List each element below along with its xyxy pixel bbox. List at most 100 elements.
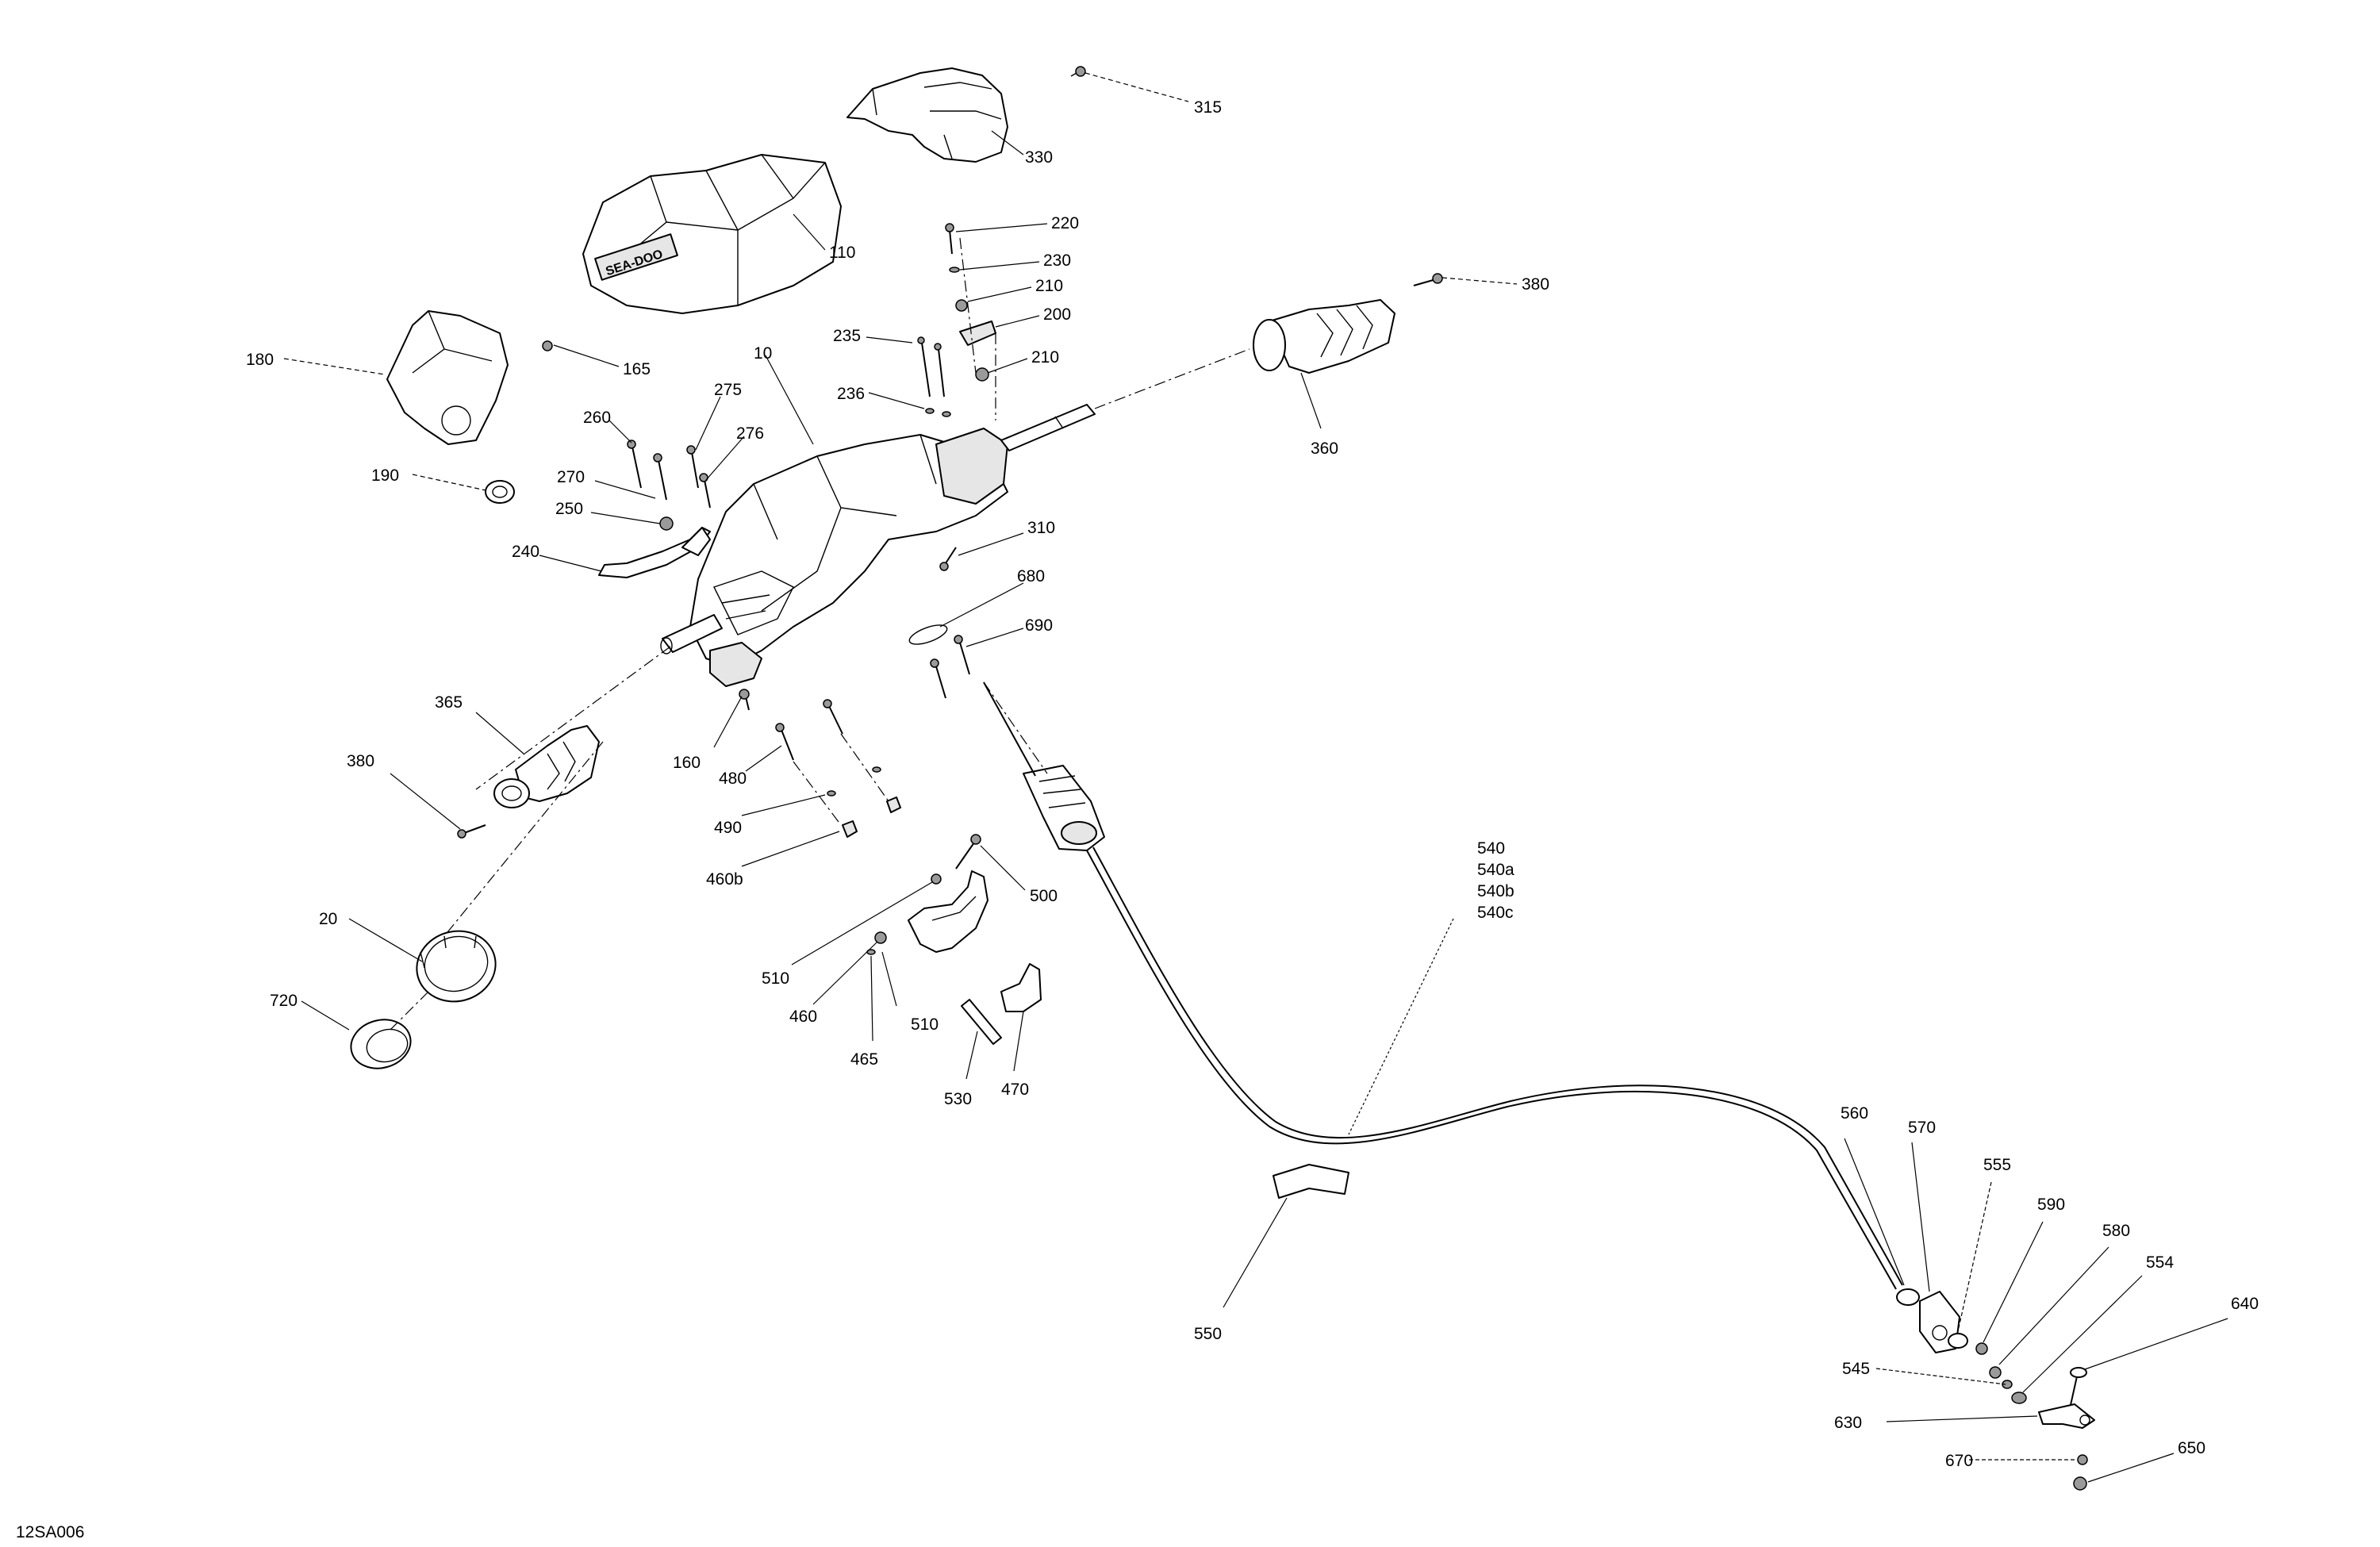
part-210-nut-lower [975, 367, 989, 382]
part-630-rod-end [2038, 1403, 2095, 1429]
part-240-lever [598, 527, 711, 578]
callout-500: 500 [1030, 887, 1058, 905]
callout-210-upper: 210 [1035, 277, 1063, 295]
drawing-code: 12SA006 [16, 1523, 84, 1541]
callout-160: 160 [673, 754, 701, 772]
callout-460: 460 [789, 1008, 817, 1026]
part-360-right-grip [1253, 299, 1395, 374]
part-230-washer [949, 267, 960, 273]
callout-465: 465 [850, 1050, 878, 1069]
callout-690: 690 [1025, 616, 1053, 635]
part-310-screw [939, 547, 957, 571]
assembly-lines [388, 237, 1250, 1032]
part-276-bolt [699, 473, 711, 509]
part-680-ring [908, 624, 948, 645]
callout-540b: 540b [1477, 882, 1514, 900]
callout-165: 165 [623, 360, 651, 378]
callout-380-left: 380 [347, 752, 374, 770]
callout-250: 250 [555, 500, 583, 518]
callout-480: 480 [719, 770, 747, 788]
part-236-washers [925, 408, 951, 417]
callout-530: 530 [944, 1090, 972, 1108]
callout-720: 720 [270, 992, 298, 1010]
part-580-washer [1989, 1366, 2002, 1379]
part-555-nut [1948, 1333, 1968, 1349]
part-10-steering-column [689, 428, 1008, 687]
part-cable-housing [1023, 765, 1105, 851]
callout-490: 490 [714, 819, 742, 837]
part-steering-shaft [1000, 404, 1096, 451]
callout-275: 275 [714, 381, 742, 399]
callout-380-right: 380 [1522, 275, 1549, 294]
callout-235: 235 [833, 327, 861, 345]
callout-210-lower: 210 [1031, 348, 1059, 367]
part-720-cap [350, 1019, 412, 1069]
callout-labels: 315 330 110 220 230 210 200 210 235 236 … [246, 98, 2259, 1470]
callout-590: 590 [2037, 1196, 2065, 1214]
part-510-lever-arm [908, 870, 988, 953]
part-380-screw-left [457, 824, 486, 839]
callout-580: 580 [2102, 1222, 2130, 1240]
part-640-bolt [2068, 1367, 2087, 1413]
callout-260: 260 [583, 409, 611, 427]
callout-180: 180 [246, 351, 274, 369]
part-380-screw-right [1413, 273, 1443, 286]
callout-630: 630 [1834, 1414, 1862, 1432]
callout-640: 640 [2231, 1295, 2259, 1313]
callout-330: 330 [1025, 148, 1053, 167]
callout-510-left: 510 [762, 969, 789, 988]
callout-470: 470 [1001, 1081, 1029, 1099]
part-220-screw [945, 223, 954, 255]
part-260-bolt [627, 440, 642, 489]
part-275-bolt [686, 445, 699, 489]
part-460-nut [874, 931, 887, 944]
part-490-washers [827, 766, 881, 797]
callout-20: 20 [319, 910, 337, 928]
part-650-nut [2073, 1476, 2087, 1491]
part-110-center-cover: SEA-DOO [582, 154, 842, 314]
callout-200: 200 [1043, 305, 1071, 324]
part-540-throttle-cable [1086, 850, 1897, 1290]
part-330-cover [846, 67, 1008, 163]
callout-510-right: 510 [911, 1015, 939, 1034]
callout-276: 276 [736, 424, 764, 443]
callout-650: 650 [2178, 1439, 2205, 1457]
part-165-screw [542, 340, 553, 351]
part-480-bolts [775, 699, 843, 761]
callout-315: 315 [1194, 98, 1222, 117]
callout-360: 360 [1311, 440, 1338, 458]
part-235-bolts [917, 336, 945, 397]
callout-240: 240 [512, 543, 539, 561]
callout-540a: 540a [1477, 861, 1514, 879]
callout-540: 540 [1477, 839, 1505, 858]
part-470-bracket [1000, 963, 1042, 1012]
part-540-throttle-cable-outer [1092, 846, 1903, 1286]
part-550-sleeve [1273, 1164, 1349, 1199]
callout-236: 236 [837, 385, 865, 403]
callout-270: 270 [557, 468, 585, 486]
part-365-left-grip [493, 725, 600, 808]
callout-230: 230 [1043, 251, 1071, 270]
part-180-left-cover [386, 310, 509, 445]
part-270-bolt [653, 453, 667, 501]
callout-460b: 460b [706, 870, 743, 889]
callout-670: 670 [1945, 1452, 1973, 1470]
part-670-washer [2077, 1454, 2088, 1465]
callout-110: 110 [829, 244, 855, 262]
callout-365: 365 [435, 693, 463, 712]
part-250-nut [659, 516, 674, 531]
part-210-nut-upper [955, 299, 968, 312]
part-160-screw [739, 689, 750, 711]
callout-545: 545 [1842, 1360, 1870, 1378]
callout-550: 550 [1194, 1325, 1222, 1343]
part-690-screws [930, 635, 970, 699]
callout-540c: 540c [1477, 904, 1514, 922]
part-cable-inner [983, 681, 1036, 777]
callout-220: 220 [1051, 214, 1079, 232]
callout-310: 310 [1027, 519, 1055, 537]
part-20-ring [416, 930, 497, 1003]
callout-555: 555 [1983, 1156, 2011, 1174]
callout-680: 680 [1017, 567, 1045, 585]
